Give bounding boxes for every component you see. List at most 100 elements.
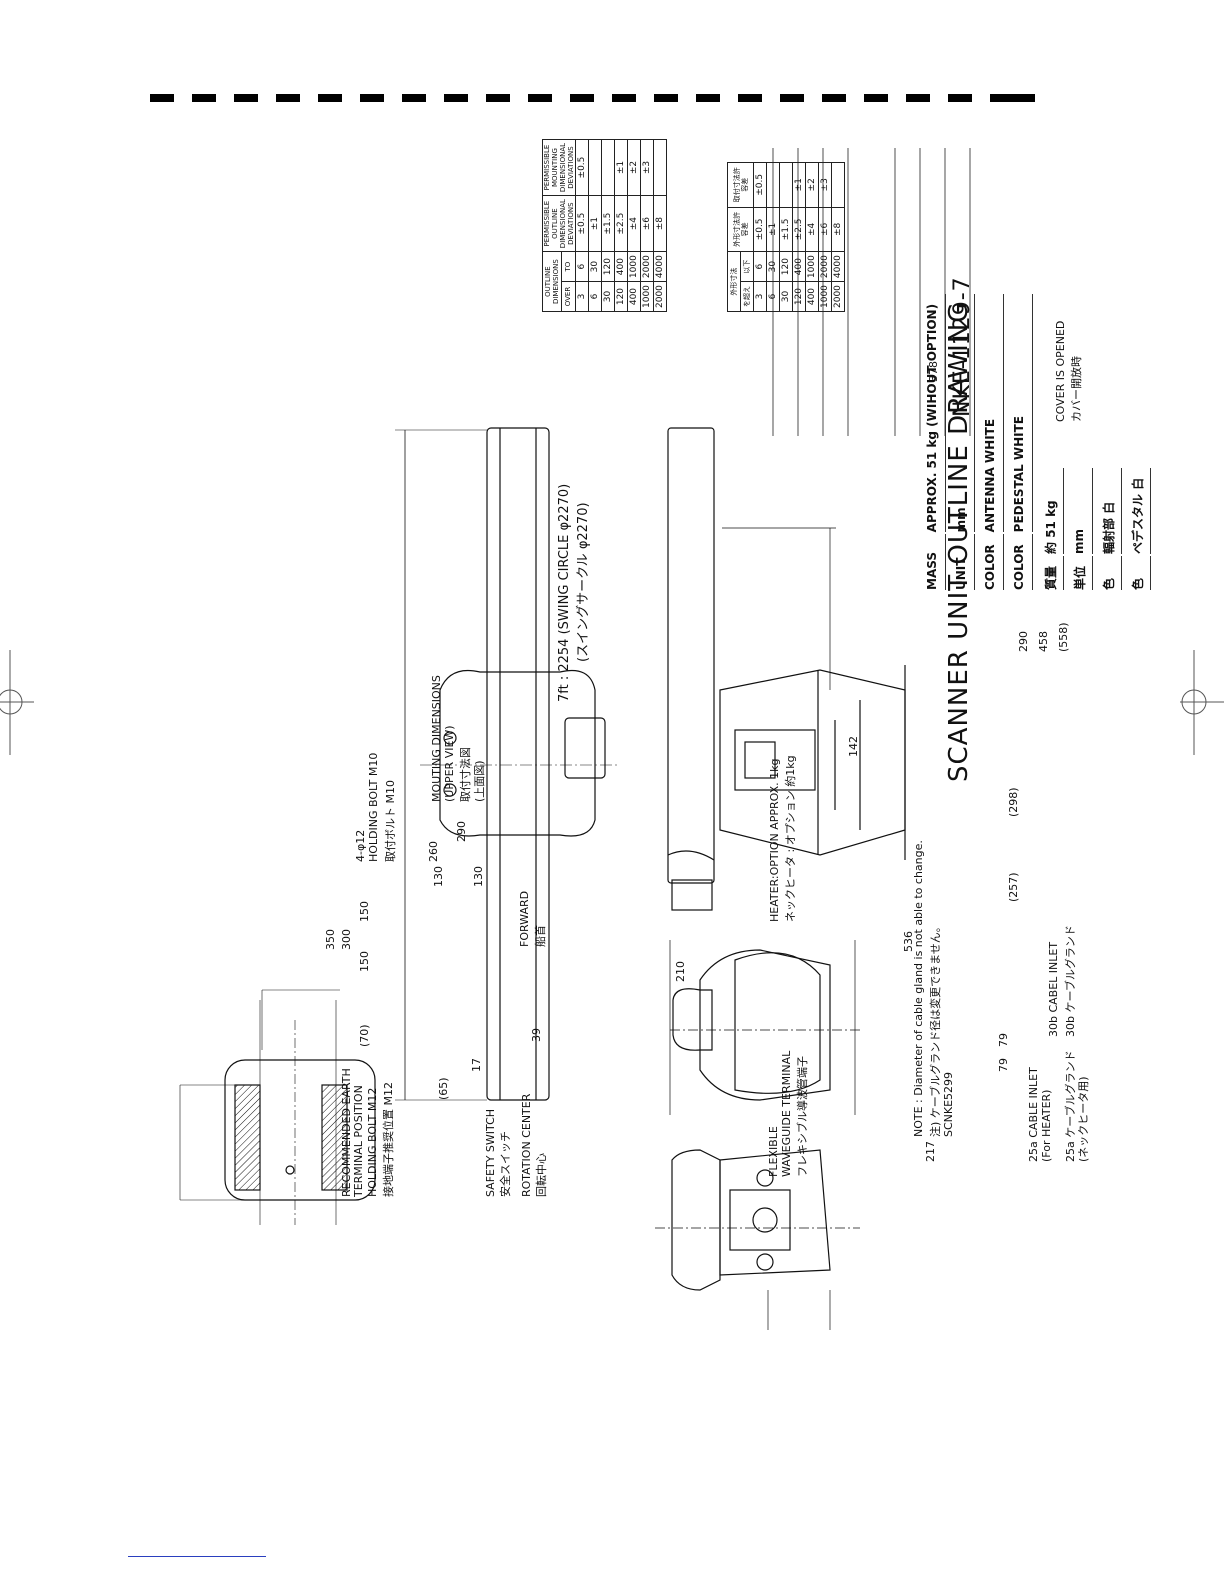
waveguide-label-2: WAVEGUIDE TERMINAL bbox=[780, 1050, 793, 1177]
waveguide-label-1: FLEXIBLE bbox=[767, 1126, 780, 1177]
header-outline-jp: 外形寸法 bbox=[727, 251, 741, 312]
dim-130a: 130 bbox=[432, 866, 445, 887]
mounting-dimensions-label: MOUTING DIMENSIONS bbox=[430, 675, 443, 802]
footer-rule bbox=[128, 1556, 266, 1557]
dim-210: 210 bbox=[674, 961, 687, 982]
cable-25a-label-1: 25a CABLE INLET bbox=[1027, 1067, 1040, 1162]
header-mount-dev: PERMISSIBLE MOUNTING DIMENSIONAL DEVIATI… bbox=[542, 139, 576, 196]
dim-260: 260 bbox=[427, 841, 440, 862]
cable-30b-label-jp: 30b ケーブルグランド bbox=[1064, 925, 1077, 1037]
note-jp: 注) ケーブルグランド径は変更できません。 bbox=[929, 921, 942, 1137]
dim-558: (558) bbox=[1057, 622, 1070, 652]
cable-25a-label-2: (For HEATER) bbox=[1040, 1089, 1053, 1162]
dim-17: 17 bbox=[470, 1058, 483, 1072]
waveguide-label-jp: フレキシブル導波管端子 bbox=[796, 1056, 809, 1177]
doc-code: SCNKE5299 bbox=[942, 1071, 955, 1137]
note-en: NOTE : Diameter of cable gland is not ab… bbox=[912, 840, 925, 1137]
holding-bolt-m10-jp: 取付ボルト M10 bbox=[384, 780, 397, 862]
heater-label-jp: ネックヒータ : オプション 約1kg bbox=[784, 755, 797, 922]
pedestal-front bbox=[699, 949, 831, 1101]
header-outline-dev: PERMISSIBLE OUTLINE DIMENSIONAL DEVIATIO… bbox=[542, 195, 576, 252]
dim-217: 217 bbox=[924, 1141, 937, 1162]
dim-150b: 150 bbox=[358, 901, 371, 922]
holding-bolt-m10: HOLDING BOLT M10 bbox=[367, 752, 380, 862]
dim-39: 39 bbox=[530, 1028, 543, 1042]
swing-circle-label-jp: (スイングサークル φ2270) bbox=[576, 502, 591, 662]
cable-25a-label-jp2: (ネックヒータ用) bbox=[1077, 1076, 1090, 1162]
mounting-footprint bbox=[224, 1059, 376, 1201]
dim-79b: 79 bbox=[997, 1033, 1010, 1047]
dim-130b: 130 bbox=[472, 866, 485, 887]
dim-150a: 150 bbox=[358, 951, 371, 972]
swing-circle-label: 7ft : 2254 (SWING CIRCLE φ2270) bbox=[557, 483, 572, 702]
spec-row: 色輻射部 白 bbox=[1095, 467, 1122, 590]
header-mount-dev-jp: 取付寸法許容差 bbox=[727, 162, 754, 208]
dim-290b: 290 bbox=[1017, 631, 1030, 652]
spec-row: 質量約 51 kg bbox=[1037, 467, 1064, 590]
holes-label: 4-φ12 bbox=[354, 829, 367, 862]
rotation-center-label-jp: 回転中心 bbox=[535, 1153, 548, 1197]
forward-label: FORWARD bbox=[518, 890, 531, 947]
rotated-annotation-layer: SCANNER UNIT OUTLINE DRAWING NKE-1129-7 … bbox=[162, 139, 1151, 1422]
header-outline-dev-jp: 外形寸法許容差 bbox=[727, 207, 754, 252]
earth-label-jp: 接地端子推奨位置 M12 bbox=[382, 1082, 395, 1197]
header-over-jp: を超え bbox=[740, 281, 754, 312]
mounting-jp-2: (上面図) bbox=[473, 760, 486, 802]
antenna-radiator-top bbox=[486, 427, 550, 1101]
dim-350: 350 bbox=[324, 929, 337, 950]
dim-142: 142 bbox=[847, 736, 860, 757]
safety-switch-label-jp: 安全スイッチ bbox=[499, 1131, 512, 1197]
heater-label: HEATER:OPTION APPROX. 1kg bbox=[768, 758, 781, 922]
dim-79a: 79 bbox=[997, 1058, 1010, 1072]
dim-65: (65) bbox=[437, 1077, 450, 1100]
dim-70: (70) bbox=[358, 1024, 371, 1047]
top-dashed-rule bbox=[150, 94, 1035, 102]
cover-opened-label-jp: カバー開放時 bbox=[1070, 356, 1083, 422]
header-to: TO bbox=[561, 251, 576, 282]
holding-bolt-m12: HOLDING BOLT M12 bbox=[366, 1087, 379, 1197]
antenna-radiator-side bbox=[667, 427, 715, 884]
rotation-center-label: ROTATION CENTER bbox=[520, 1093, 533, 1197]
mounting-upper-view: (UPPER VIEW) bbox=[443, 725, 456, 802]
dim-257: (257) bbox=[1007, 872, 1020, 902]
safety-switch-label: SAFETY SWITCH bbox=[484, 1108, 497, 1197]
spec-row: 色ペデスタル 白 bbox=[1124, 467, 1151, 590]
dim-536: 536 bbox=[902, 931, 915, 952]
forward-label-jp: 船首 bbox=[534, 925, 547, 947]
header-over: OVER bbox=[561, 281, 576, 312]
earth-label-2: TERMINAL POSITION bbox=[352, 1085, 365, 1197]
dim-290a: 290 bbox=[455, 821, 468, 842]
header-to-jp: 以下 bbox=[740, 251, 754, 282]
dim-298: (298) bbox=[1007, 787, 1020, 817]
tolerance-table-en: OUTLINE DIMENSIONS PERMISSIBLE OUTLINE D… bbox=[542, 139, 667, 312]
registration-mark-right bbox=[1180, 650, 1224, 755]
dim-458: 458 bbox=[1037, 631, 1050, 652]
pedestal-top bbox=[439, 669, 596, 837]
cover-opened-label: COVER IS OPENED bbox=[1054, 320, 1067, 422]
dim-300: 300 bbox=[340, 929, 353, 950]
cable-30b-label: 30b CABEL INLET bbox=[1047, 941, 1060, 1037]
